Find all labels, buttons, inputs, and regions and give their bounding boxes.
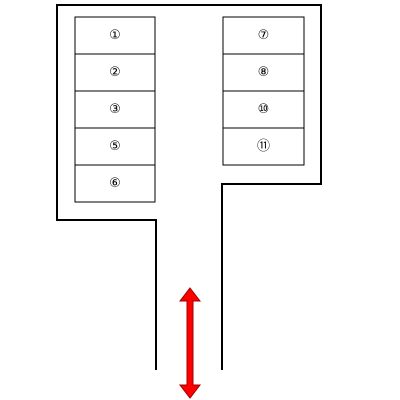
- space-number: ①: [109, 28, 121, 43]
- space-number: ⑥: [109, 176, 121, 191]
- parking-space-5: ⑤: [74, 127, 156, 166]
- space-number: ③: [109, 102, 121, 117]
- space-number: ⑧: [258, 65, 270, 80]
- space-number: ⑦: [258, 28, 270, 43]
- parking-space-2: ②: [74, 53, 156, 92]
- space-number: ⑪: [257, 139, 270, 154]
- parking-space-3: ③: [74, 90, 156, 129]
- parking-space-6: ⑥: [74, 164, 156, 203]
- left-space-column: ① ② ③ ⑤ ⑥: [74, 16, 156, 203]
- right-space-column: ⑦ ⑧ ⑩ ⑪: [222, 16, 305, 166]
- parking-space-11: ⑪: [222, 127, 305, 166]
- parking-space-7: ⑦: [222, 16, 305, 55]
- double-headed-arrow-icon: [178, 287, 202, 399]
- space-number: ②: [109, 65, 121, 80]
- parking-space-10: ⑩: [222, 90, 305, 129]
- parking-space-1: ①: [74, 16, 156, 55]
- parking-space-8: ⑧: [222, 53, 305, 92]
- space-number: ⑩: [258, 102, 270, 117]
- space-number: ⑤: [109, 139, 121, 154]
- lot-boundary: [56, 4, 322, 370]
